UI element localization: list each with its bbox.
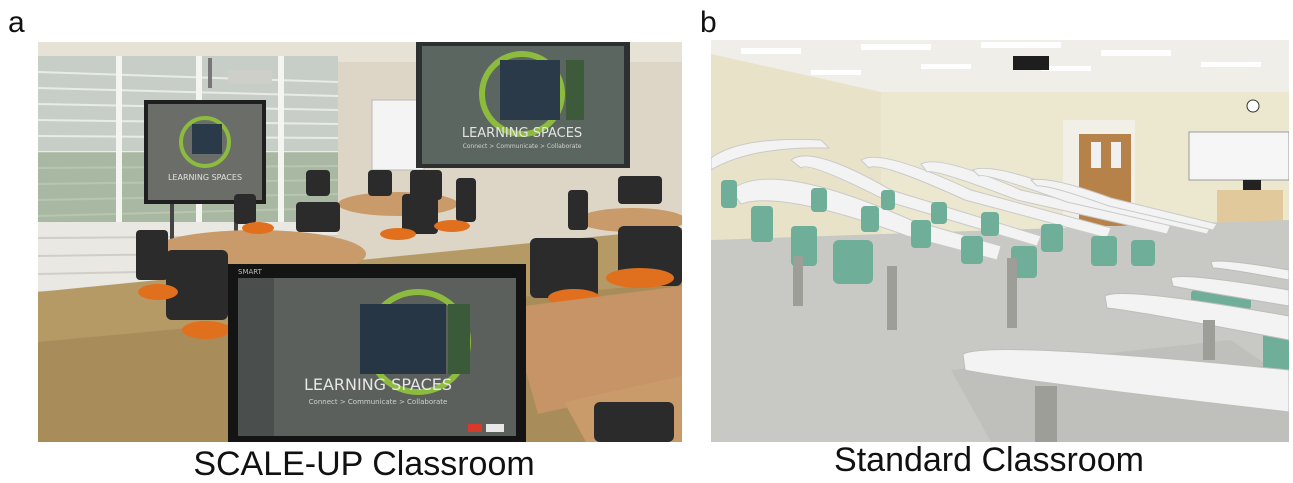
standard-classroom-photo bbox=[711, 40, 1289, 442]
monitor-brand-text: LEARNING SPACES bbox=[304, 375, 452, 394]
scale-up-classroom-photo: LEARNING SPACES Connect > Communicate > … bbox=[38, 42, 682, 442]
screen-tagline-text: Connect > Communicate > Collaborate bbox=[463, 143, 582, 150]
screen-brand-text: LEARNING SPACES bbox=[462, 126, 582, 141]
monitor-tagline-text: Connect > Communicate > Collaborate bbox=[309, 398, 448, 406]
caption-scale-up: SCALE-UP Classroom bbox=[193, 445, 535, 483]
panel-label-b: b bbox=[700, 6, 717, 39]
caption-standard: Standard Classroom bbox=[834, 441, 1144, 479]
panel-label-a: a bbox=[8, 6, 25, 39]
monitor-logo-text: SMART bbox=[238, 268, 263, 276]
svg-text:LEARNING SPACES: LEARNING SPACES bbox=[168, 173, 242, 182]
